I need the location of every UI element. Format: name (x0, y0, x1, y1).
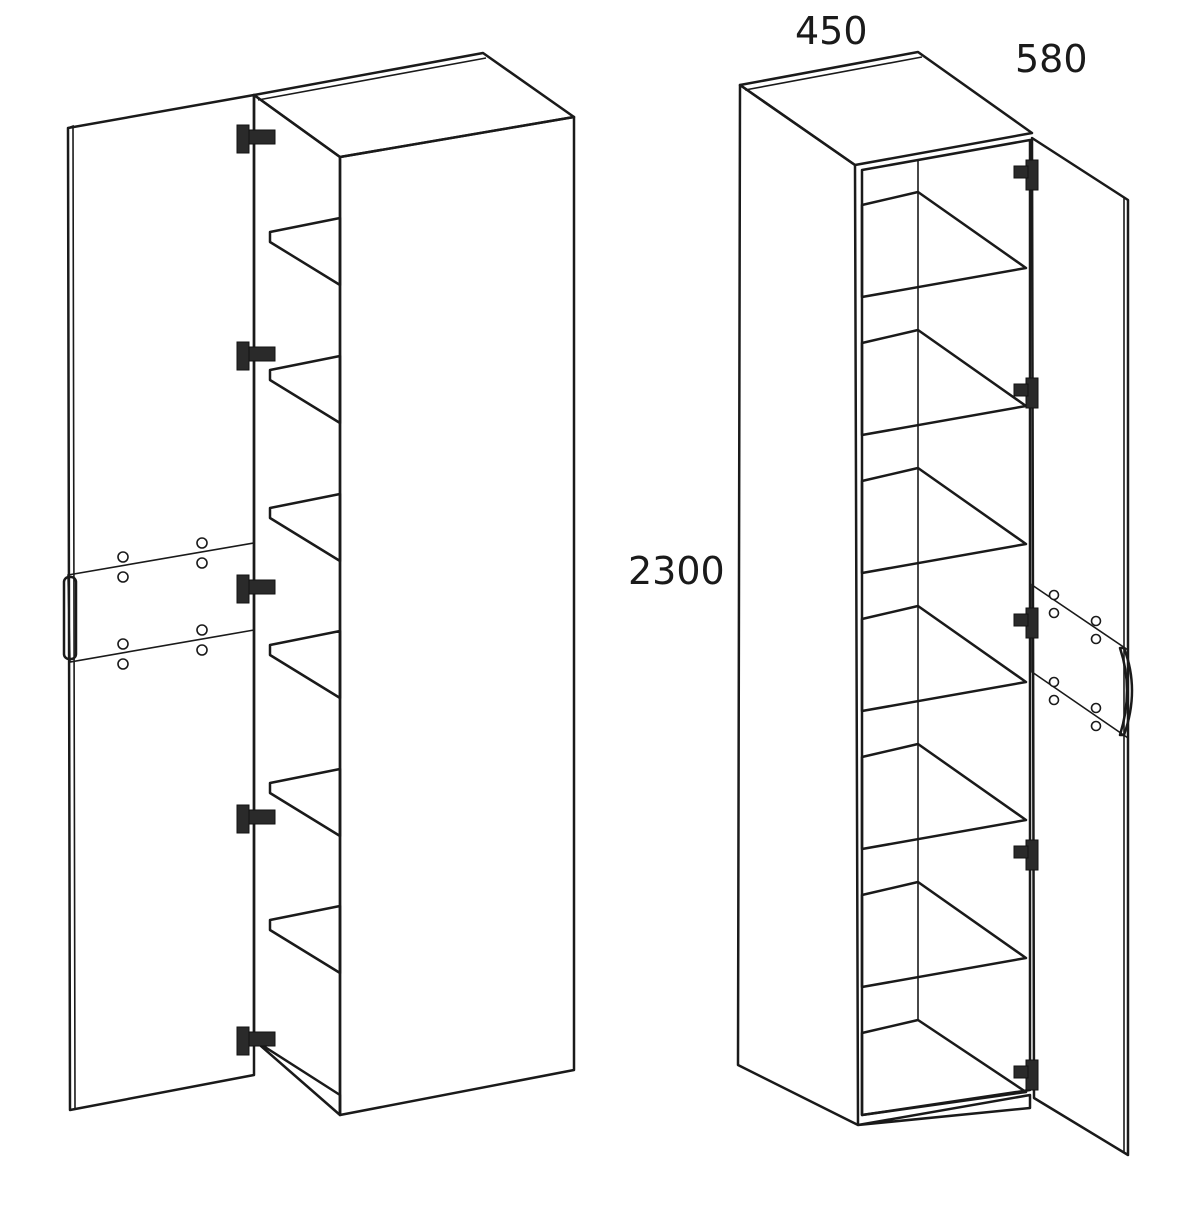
left-shelf-2 (268, 354, 342, 425)
right-shelf-4 (860, 604, 1028, 713)
right-hinge-2 (1013, 377, 1039, 409)
right-cabinet-door (1030, 136, 1130, 1157)
left-cabinet-hinges (236, 124, 276, 1056)
right-cabinet-bottom (857, 1093, 1032, 1127)
left-cabinet-side-panel (338, 115, 576, 1117)
right-cabinet-interior (860, 138, 1032, 1117)
left-cabinet-shelves (268, 216, 342, 975)
dimension-depth-label: 580 (1015, 37, 1088, 81)
right-hinge-5 (1013, 1059, 1039, 1091)
right-cabinet-shelves (860, 190, 1028, 1117)
left-hinge-2 (236, 341, 276, 371)
left-shelf-5 (268, 767, 342, 838)
right-hinge-3 (1013, 607, 1039, 639)
left-shelf-6 (268, 904, 342, 975)
left-door-screw-holes (117, 537, 208, 670)
left-cabinet-bottom (253, 1038, 342, 1115)
dimension-height-label: 2300 (628, 549, 725, 593)
right-cabinet-side-panel (736, 83, 860, 1127)
right-shelf-2 (860, 328, 1028, 437)
left-hinge-1 (236, 124, 276, 154)
left-hinge-3 (236, 574, 276, 604)
dimension-width-label: 450 (795, 9, 868, 53)
right-door-handle (1118, 646, 1134, 737)
left-hinge-5 (236, 1026, 276, 1056)
left-cabinet-back-wall (252, 93, 342, 1117)
right-shelf-3 (860, 466, 1028, 575)
right-hinge-1 (1013, 159, 1039, 191)
left-cabinet (62, 51, 576, 1117)
left-shelf-4 (268, 629, 342, 700)
left-cabinet-top (252, 51, 576, 159)
left-shelf-3 (268, 492, 342, 563)
right-cabinet (736, 50, 1134, 1157)
left-hinge-4 (236, 804, 276, 834)
right-shelf-7 (860, 1018, 1028, 1117)
right-shelf-6 (860, 880, 1028, 989)
right-door-screw-holes (1048, 589, 1102, 732)
left-shelf-1 (268, 216, 342, 287)
right-door-mounting-plate (1031, 583, 1129, 740)
left-door-handle (62, 575, 78, 661)
right-shelf-1 (860, 190, 1028, 299)
left-cabinet-door-edge (67, 124, 76, 1109)
right-cabinet-hinges (1013, 159, 1039, 1091)
left-door-mounting-plate (67, 542, 255, 663)
left-cabinet-door (66, 93, 256, 1112)
right-hinge-4 (1013, 839, 1039, 871)
right-shelf-5 (860, 742, 1028, 851)
